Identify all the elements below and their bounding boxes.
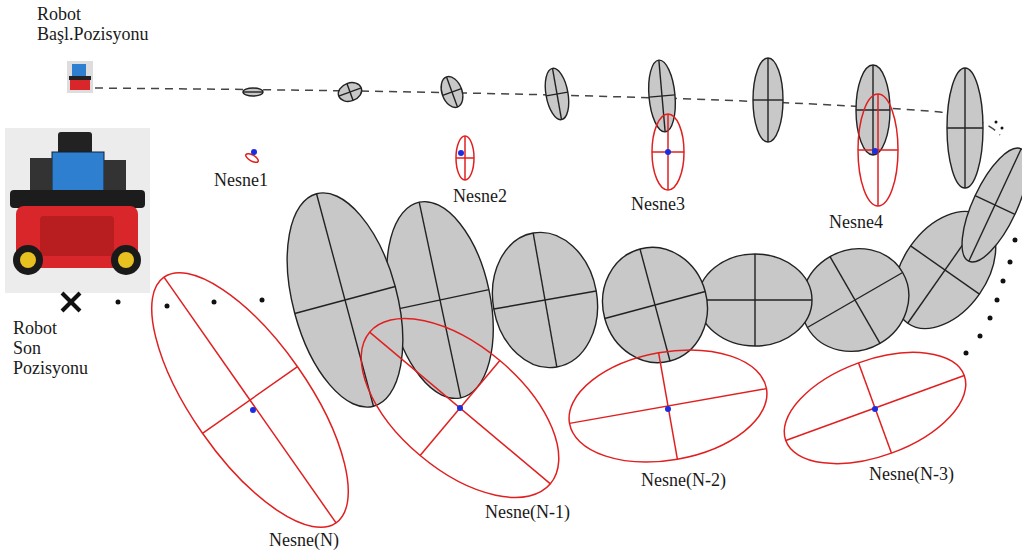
pose-ellipses — [243, 58, 1022, 420]
label-text: Nesne(N) — [268, 530, 340, 550]
end-cross — [62, 293, 80, 311]
label-text: Nesne2 — [452, 186, 508, 206]
robot-start-icon — [67, 61, 93, 93]
label-text: Nesne1 — [213, 170, 269, 190]
landmark-ellipses — [116, 94, 980, 556]
label-text: Nesne(N-3) — [868, 464, 955, 484]
label-text: Nesne(N-2) — [640, 470, 727, 490]
label-text: Nesne(N-1) — [484, 502, 571, 522]
label-text: Robot Son Pozisyonu — [12, 318, 89, 378]
label-text: Nesne4 — [828, 212, 884, 232]
label-text: Robot Başl.Pozisyonu — [36, 4, 150, 44]
label-text: Nesne3 — [630, 194, 686, 214]
robot-photo — [5, 128, 150, 293]
landmark-dots — [250, 148, 878, 413]
trajectory-dots — [116, 121, 1018, 356]
